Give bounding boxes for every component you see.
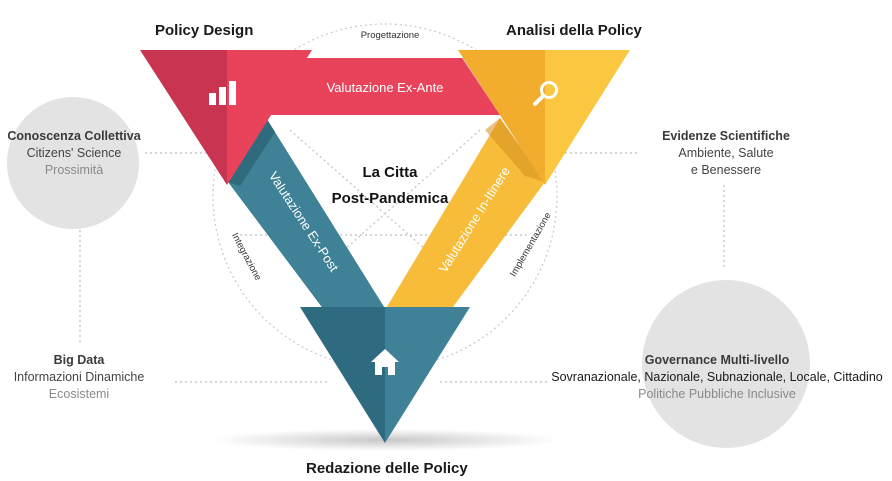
right-lower-line2: Politiche Pubbliche Inclusive [638,387,796,401]
bar-chart-icon [209,81,236,105]
right-background-circle [642,280,810,448]
left-upper-heading: Conoscenza Collettiva [7,129,141,143]
title-analisi-policy: Analisi della Policy [506,22,642,39]
title-redazione-policy: Redazione delle Policy [306,460,468,477]
left-lower-line1: Informazioni Dinamiche [13,370,145,384]
center-title-line2: Post-Pandemica [331,190,449,207]
band-top [270,58,500,115]
right-upper-heading: Evidenze Scientifiche [662,129,790,143]
triangle-top-right [458,50,630,185]
left-upper-line1: Citizens' Science [26,146,122,160]
band-left-shade [228,116,275,186]
ring-label-left: Integrazione [229,231,263,282]
right-upper-line1: Ambiente, Salute [678,146,774,160]
band-left [228,116,386,318]
band-right-shade [485,118,545,182]
magnifier-icon [533,81,558,106]
right-upper-block: Evidenze Scientifiche Ambiente, Salute e… [646,128,806,179]
right-lower-line1: Sovranazionale, Nazionale, Subnazionale,… [551,370,883,384]
right-upper-line2: e Benessere [690,163,762,177]
title-policy-design: Policy Design [155,22,254,39]
right-lower-block: Governance Multi-livello Sovranazionale,… [546,352,888,403]
left-background-circle [7,97,139,229]
band-top-label: Valutazione Ex-Ante [327,80,444,95]
left-lower-heading: Big Data [53,353,105,367]
left-upper-block: Conoscenza Collettiva Citizens' Science … [4,128,144,179]
center-title: La Citta Post-Pandemica [300,160,480,212]
ring-label-top: Progettazione [361,30,420,41]
triangle-top-left [140,50,312,185]
left-lower-line2: Ecosistemi [48,387,110,401]
left-upper-line2: Prossimità [44,163,104,177]
left-lower-block: Big Data Informazioni Dinamiche Ecosiste… [4,352,154,403]
house-icon [371,349,399,375]
center-title-line1: La Citta [362,164,418,181]
band-right [385,118,545,330]
triangle-bottom [300,307,470,443]
right-lower-heading: Governance Multi-livello [644,353,790,367]
